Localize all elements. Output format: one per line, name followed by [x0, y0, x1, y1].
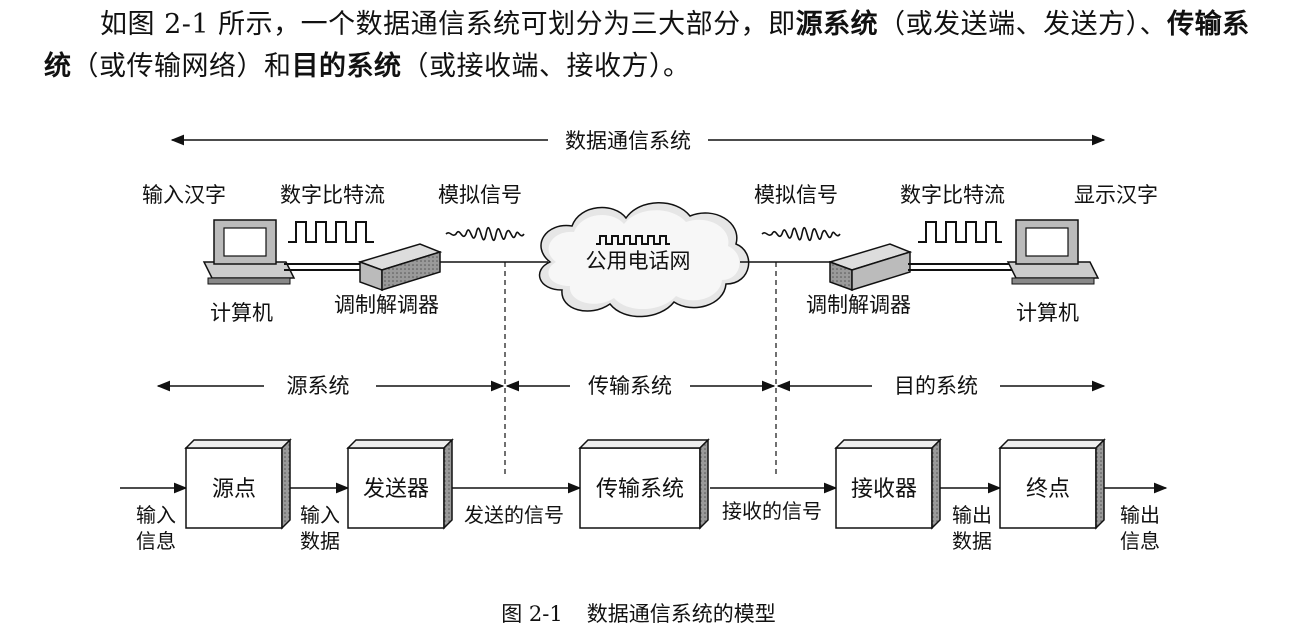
flow-output-info-2: 信息 [1120, 529, 1160, 553]
figure-caption: 图 2-1 数据通信系统的模型 [0, 598, 1301, 628]
phone-network-label: 公用电话网 [586, 249, 691, 273]
flow-received-signal: 接收的信号 [722, 499, 822, 523]
caption-title: 数据通信系统的模型 [586, 602, 776, 626]
left-digital-wave-icon [288, 221, 374, 243]
left-modem-icon [357, 243, 443, 292]
right-bitstream-label: 数字比特流 [900, 183, 1005, 207]
block-destination: 终点 [998, 438, 1106, 530]
block-receiver: 接收器 [834, 438, 942, 530]
flow-sent-signal: 发送的信号 [464, 503, 564, 527]
right-analog-wave-icon [761, 226, 841, 242]
flow-output-data-2: 数据 [952, 529, 992, 553]
para-text-4: （或接收端、接收方）。 [401, 51, 691, 82]
block-source-label: 源点 [212, 477, 256, 502]
section-destination-label: 目的系统 [894, 374, 978, 398]
intro-paragraph: 如图 2-1 所示，一个数据通信系统可划分为三大部分，即源系统（或发送端、发送方… [44, 4, 1274, 88]
flow-output-info-1: 输出 [1120, 503, 1160, 527]
flow-input-info-2: 信息 [136, 529, 176, 553]
left-computer-label: 计算机 [210, 301, 273, 325]
right-computer-label: 计算机 [1016, 301, 1079, 325]
communication-model-figure: 数据通信系统 输入汉字 数字比特流 模拟信号 调制解调器 计算机 公用电话网 模… [120, 129, 1168, 553]
flow-input-info-1: 输入 [136, 503, 176, 527]
left-modem-label: 调制解调器 [334, 293, 439, 317]
para-text-1: 如图 2-1 所示，一个数据通信系统可划分为三大部分，即 [100, 9, 796, 40]
top-span-arrow: 数据通信系统 [170, 129, 1106, 153]
display-chinese-label: 显示汉字 [1074, 183, 1158, 207]
left-analog-wave-icon [445, 226, 525, 242]
right-computer-icon [1006, 219, 1100, 285]
para-text-2: （或发送端、发送方）、 [878, 9, 1168, 40]
block-source: 源点 [184, 438, 292, 530]
input-chinese-label: 输入汉字 [142, 183, 226, 207]
block-destination-label: 终点 [1026, 477, 1070, 502]
block-receiver-label: 接收器 [851, 477, 917, 502]
block-transmitter: 发送器 [346, 438, 454, 530]
right-digital-wave-icon [918, 221, 1002, 243]
top-span-label: 数据通信系统 [565, 129, 691, 153]
right-modem-label: 调制解调器 [806, 293, 911, 317]
block-transmission-label: 传输系统 [596, 477, 684, 502]
block-transmitter-label: 发送器 [363, 477, 429, 502]
block-transmission-system: 传输系统 [578, 438, 710, 530]
para-text-3: （或传输网络）和 [71, 51, 292, 82]
right-analog-label: 模拟信号 [754, 183, 838, 207]
para-bold-destination-system: 目的系统 [291, 51, 402, 82]
para-bold-transmission-system: 传输系统 [44, 9, 1250, 82]
left-analog-label: 模拟信号 [438, 183, 522, 207]
left-computer-icon [202, 219, 296, 285]
flow-input-data-2: 数据 [300, 529, 340, 553]
caption-number: 图 2-1 [501, 602, 563, 626]
flow-input-data-1: 输入 [300, 503, 340, 527]
flow-output-data-1: 输出 [952, 503, 992, 527]
phone-network-cloud-icon [538, 202, 750, 318]
section-transmission-label: 传输系统 [588, 374, 672, 398]
section-source-label: 源系统 [287, 374, 350, 398]
right-modem-icon [827, 243, 913, 292]
para-bold-source-system: 源系统 [795, 9, 879, 40]
left-bitstream-label: 数字比特流 [280, 183, 385, 207]
